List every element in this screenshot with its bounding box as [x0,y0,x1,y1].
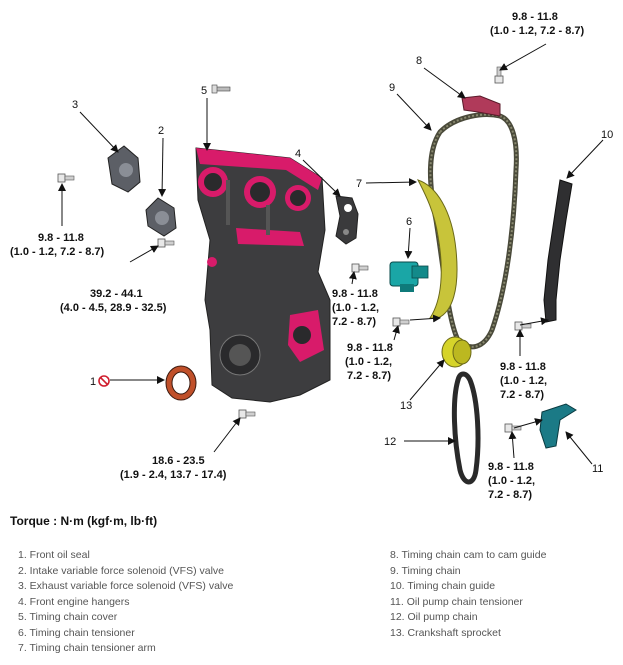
legend-item: 12. Oil pump chain [390,611,478,623]
callout-11: 11 [592,463,603,475]
callout-12: 12 [384,436,396,448]
torque-chain-guide: 9.8 - 11.8 (1.0 - 1.2, 7.2 - 8.7) [500,361,550,401]
torque-vfs-left: 9.8 - 11.8 (1.0 - 1.2, 7.2 - 8.7) [10,232,104,258]
legend-item: 2. Intake variable force solenoid (VFS) … [18,564,225,577]
timing-chain-tensioner [389,261,429,292]
callout-9: 9 [389,82,395,94]
torque-cover-mid: 39.2 - 44.1 (4.0 - 4.5, 28.9 - 32.5) [60,288,167,314]
torque-cover-bottom: 18.6 - 23.5 (1.9 - 2.4, 13.7 - 17.4) [120,455,227,481]
crankshaft-sprocket [441,336,472,368]
callout-13: 13 [400,400,412,412]
legend-item: 10. Timing chain guide [390,580,496,592]
cover-bolt [211,84,231,94]
exhaust-vfs-valve [107,145,141,193]
legend-item: 13. Crankshaft sprocket [390,626,501,639]
exploded-diagram: 1 2 3 4 5 6 7 8 9 10 11 12 13 9.8 - 11.8… [10,11,613,501]
callout-6: 6 [406,216,412,228]
legend-item: 1. Front oil seal [18,549,90,561]
cam-to-cam-guide [461,95,501,117]
callout-numbers: 1 2 3 4 5 6 7 8 9 10 11 12 13 [72,55,613,475]
front-engine-hanger [335,195,359,245]
callout-4: 4 [295,148,301,160]
timing-chain-guide [543,179,573,323]
torque-cam-guide-top: 9.8 - 11.8 (1.0 - 1.2, 7.2 - 8.7) [490,11,584,37]
legend-item: 7. Timing chain tensioner arm [18,642,156,654]
torque-tensioner: 9.8 - 11.8 (1.0 - 1.2, 7.2 - 8.7) [332,288,382,328]
torque-labels: 9.8 - 11.8 (1.0 - 1.2, 7.2 - 8.7) 9.8 - … [10,11,584,501]
legend-item: 9. Timing chain [390,564,461,577]
callout-2: 2 [158,125,164,137]
callout-10: 10 [601,129,613,141]
callout-5: 5 [201,85,207,97]
leader-lines [58,43,604,465]
torque-units-heading: Torque : N·m (kgf·m, lb·ft) [10,514,158,528]
callout-1: 1 [90,376,96,388]
front-oil-seal [165,365,197,401]
intake-vfs-valve [145,197,177,237]
legend-list-left: 1. Front oil seal 2. Intake variable for… [18,548,233,657]
torque-tensioner-arm: 9.8 - 11.8 (1.0 - 1.2, 7.2 - 8.7) [345,342,396,382]
callout-7: 7 [356,178,362,190]
legend-item: 8. Timing chain cam to cam guide [390,549,547,561]
legend-item: 5. Timing chain cover [18,611,118,623]
callout-8: 8 [416,55,422,67]
timing-chain-cover [195,147,331,403]
no-reuse-icon [98,375,110,387]
timing-chain-tensioner-arm [417,179,458,319]
legend-item: 6. Timing chain tensioner [18,626,135,639]
callout-3: 3 [72,99,78,111]
oil-pump-chain-tensioner [539,403,577,449]
torque-oil-pump-tensioner: 9.8 - 11.8 (1.0 - 1.2, 7.2 - 8.7) [488,461,538,501]
legend-item: 4. Front engine hangers [18,595,130,608]
oil-pump-chain [451,371,481,485]
legend-item: 3. Exhaust variable force solenoid (VFS)… [18,580,234,592]
legend-list-right: 8. Timing chain cam to cam guide 9. Timi… [390,548,546,641]
legend-item: 11. Oil pump chain tensioner [390,595,523,608]
